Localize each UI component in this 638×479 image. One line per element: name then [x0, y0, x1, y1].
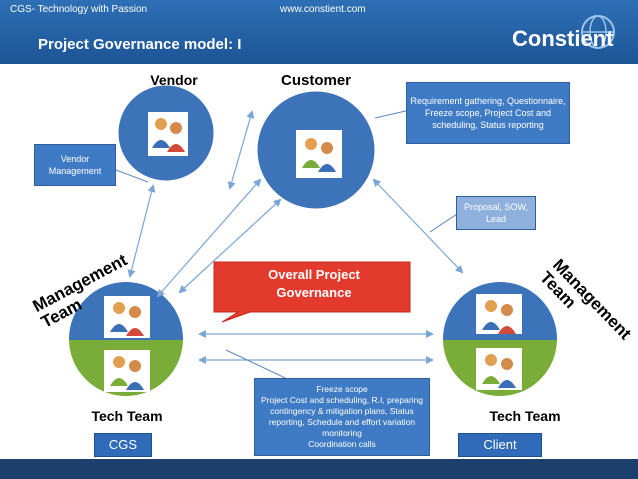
proposal-callout: Proposal, SOW, Lead — [456, 196, 536, 230]
tech-team-left-label: Tech Team — [91, 408, 163, 424]
people-icon — [296, 130, 342, 178]
people-icon — [104, 350, 150, 392]
footer-bar — [0, 459, 638, 479]
vendor-management-callout: Vendor Management — [34, 144, 116, 186]
connector-arrows — [127, 110, 464, 364]
people-icon — [476, 294, 522, 334]
footer-website: www.constient.com — [280, 4, 366, 15]
people-icon — [148, 112, 188, 156]
brand-logo: Constient — [512, 26, 614, 51]
page-title: Project Governance model: I — [38, 36, 242, 53]
overall-governance-callout — [213, 261, 411, 323]
tech-team-right-label: Tech Team — [489, 408, 561, 424]
people-icon — [104, 296, 150, 338]
globe-logo-icon — [581, 15, 615, 49]
footer-tagline: CGS- Technology with Passion — [10, 4, 148, 15]
requirement-callout: Requirement gathering, Questionnaire, Fr… — [406, 82, 570, 144]
freeze-scope-callout: Freeze scope Project Cost and scheduling… — [254, 378, 430, 456]
overall-governance-label: Overall Project Governance — [268, 267, 360, 300]
header-bar — [0, 0, 638, 64]
people-icon — [476, 348, 522, 390]
cgs-tag: CGS — [94, 433, 152, 457]
vendor-label: Vendor — [150, 72, 198, 88]
client-tag: Client — [458, 433, 542, 457]
customer-label: Customer — [280, 72, 351, 89]
